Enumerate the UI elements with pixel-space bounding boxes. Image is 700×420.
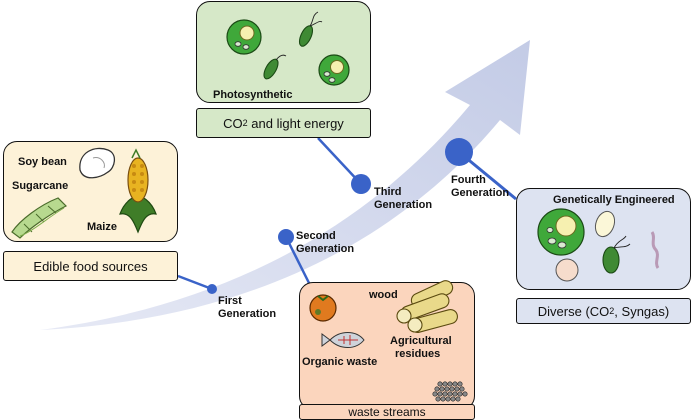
- connector-second: [284, 236, 311, 284]
- fourth-caption-sub: 2: [609, 306, 615, 316]
- organic-waste-label: Organic waste: [302, 356, 378, 368]
- connector-first: [177, 274, 213, 291]
- maize-label: Maize: [87, 221, 117, 233]
- third-generation-line2: Generation: [374, 199, 433, 211]
- soy-bean-label: Soy bean: [18, 156, 67, 168]
- agricultural-label: Agricultural: [390, 335, 452, 347]
- third-caption-post: and light energy: [247, 115, 344, 131]
- second-generation-caption: waste streams: [299, 404, 475, 420]
- first-generation-caption: Edible food sources: [3, 251, 178, 281]
- third-generation-line1: Third: [374, 186, 402, 198]
- second-generation-line1: Second: [296, 230, 336, 242]
- first-generation-line1: First: [218, 295, 242, 307]
- sugarcane-label: Sugarcane: [12, 180, 69, 192]
- third-caption-sub: 2: [242, 118, 248, 128]
- progress-arrow: [40, 40, 530, 330]
- residues-label: residues: [395, 348, 441, 360]
- node-second: [278, 229, 294, 245]
- connector-third: [317, 137, 362, 185]
- third-generation-panel: [196, 1, 371, 103]
- fourth-generation-label: Fourth Generation: [451, 174, 509, 200]
- node-third: [351, 174, 371, 194]
- genetically-engineered-label: Genetically Engineered: [553, 194, 675, 206]
- third-generation-label: Third Generation: [374, 186, 432, 212]
- wood-label: wood: [369, 289, 398, 301]
- fourth-generation-line2: Generation: [451, 187, 510, 199]
- node-fourth: [445, 138, 473, 166]
- second-generation-label: Second Generation: [296, 230, 354, 256]
- first-generation-line2: Generation: [218, 308, 277, 320]
- photosynthetic-label: Photosynthetic: [213, 89, 293, 101]
- fourth-caption-pre: Diverse (CO: [537, 303, 610, 319]
- third-caption-pre: CO: [223, 115, 243, 131]
- node-first: [207, 284, 217, 294]
- first-generation-label: First Generation: [218, 295, 276, 321]
- second-generation-line2: Generation: [296, 243, 355, 255]
- fourth-caption-post: , Syngas): [614, 303, 670, 319]
- fourth-generation-line1: Fourth: [451, 174, 486, 186]
